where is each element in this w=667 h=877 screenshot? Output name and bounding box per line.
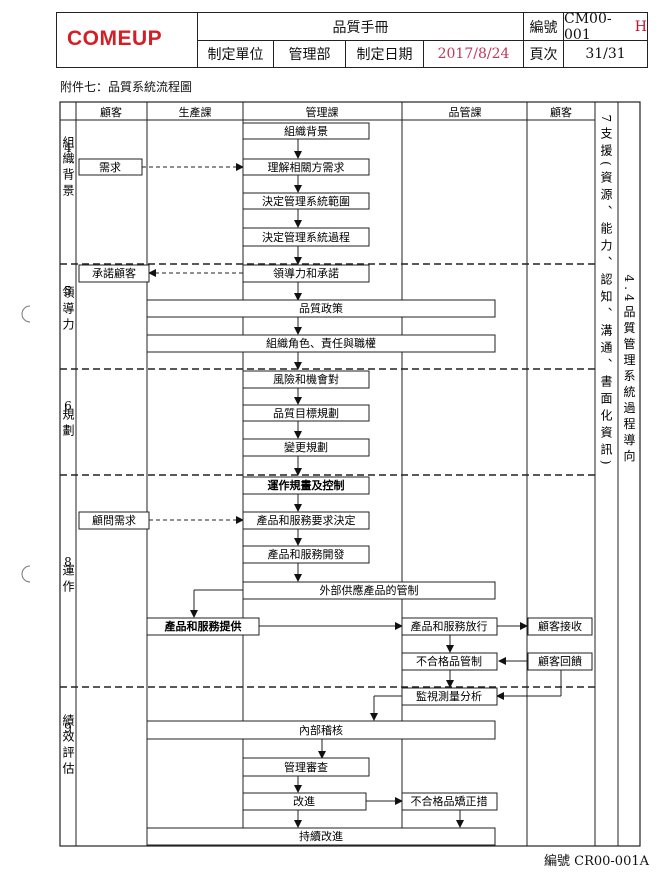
box-org-context — [242, 122, 370, 140]
label-roles: 組織角色、責任與職權 — [266, 336, 376, 350]
label-review: 管理審查 — [284, 760, 328, 774]
box-needs — [78, 158, 143, 176]
box-roles — [146, 334, 496, 353]
col-header-production: 生產課 — [179, 105, 212, 119]
box-monitor — [401, 687, 498, 706]
label-nonconform: 不合格品管制 — [416, 654, 482, 668]
box-provision — [146, 617, 260, 636]
section-6-label: 規劃 — [61, 407, 75, 440]
box-scope — [242, 192, 370, 210]
box-corrective — [401, 792, 498, 811]
doc-title: 品質手冊 — [197, 13, 523, 40]
section-separators — [60, 263, 595, 688]
label-receive: 顧客接收 — [538, 619, 582, 633]
page-label: 頁次 — [523, 40, 563, 67]
section-9-label: 績效評估 — [61, 714, 75, 778]
section-labels: 4 組織背景 5 領導力 6 規劃 8 運作 9 績效評估 — [61, 136, 75, 778]
label-needs: 需求 — [99, 161, 121, 174]
section-5-num: 5 — [64, 284, 72, 298]
date-label: 制定日期 — [345, 40, 423, 67]
label-understand-needs: 理解相關方需求 — [268, 160, 345, 174]
chart-frame — [59, 101, 641, 847]
col-header-qc: 品管課 — [449, 105, 482, 119]
box-labels: 組織背景 需求 理解相關方需求 決定管理系統範圍 決定管理系統過程 承諾顧客 領… — [92, 124, 582, 843]
box-quality-policy — [146, 299, 496, 318]
box-review — [242, 757, 370, 777]
label-continual: 持續改進 — [299, 829, 343, 843]
label-release: 產品和服務放行 — [411, 619, 488, 633]
label-external: 外部供應產品的管制 — [320, 583, 419, 597]
col-header-customer-left: 顧客 — [100, 105, 122, 119]
footer-code: 編號 CR00-001A — [544, 854, 650, 869]
side-scope-label: 4.4品質管理系統過程導向 — [622, 274, 636, 465]
box-understand-needs — [242, 158, 370, 176]
col-header-management: 管理課 — [306, 105, 339, 119]
side-support-label: 7支援(資源、能力、認知、溝通、書面化資訊) — [599, 115, 613, 470]
label-change: 變更規劃 — [284, 440, 328, 454]
box-requirements — [242, 511, 370, 530]
label-audit: 內部稽核 — [299, 723, 343, 737]
section-8-num: 8 — [64, 555, 72, 569]
dept-value: 管理部 — [273, 40, 345, 67]
page-value: 31/31 — [563, 40, 647, 67]
box-risk — [242, 370, 370, 389]
box-continual — [146, 827, 496, 846]
label-development: 產品和服務開發 — [268, 547, 345, 561]
connectors — [142, 139, 562, 828]
box-commit-customer — [78, 264, 150, 283]
box-release — [401, 617, 498, 636]
header-divider — [197, 40, 647, 41]
label-monitor: 監視測量分析 — [416, 689, 482, 703]
label-processes: 決定管理系統過程 — [262, 230, 350, 244]
box-improve — [242, 792, 367, 811]
box-operation — [242, 476, 370, 495]
box-feedback — [527, 652, 593, 671]
box-objectives — [242, 404, 370, 422]
col-header-customer-right: 顧客 — [550, 105, 572, 119]
label-risk: 風險和機會對 — [273, 372, 339, 386]
box-nonconform — [401, 652, 498, 671]
section-4-num: 4 — [64, 141, 72, 155]
section-6-num: 6 — [64, 399, 72, 413]
box-receive — [527, 617, 593, 636]
company-logo: COMEUP — [67, 27, 163, 50]
section-9-num: 9 — [64, 721, 72, 735]
box-development — [242, 545, 370, 564]
label-commit-customer: 承諾顧客 — [92, 266, 136, 280]
label-consult-needs: 顧問需求 — [92, 513, 136, 527]
label-requirements: 產品和服務要求決定 — [257, 513, 356, 527]
label-objectives: 品質目標規劃 — [273, 406, 339, 420]
box-leadership — [242, 264, 370, 283]
box-external — [242, 581, 496, 600]
code-label: 編號 — [523, 13, 563, 40]
label-feedback: 顧客回饋 — [538, 654, 582, 668]
label-org-context: 組織背景 — [284, 124, 328, 138]
label-improve: 改進 — [293, 794, 315, 808]
box-change — [242, 438, 370, 457]
box-audit — [146, 720, 496, 740]
label-corrective: 不合格品矯正措 — [411, 794, 488, 808]
dept-label: 制定單位 — [197, 40, 273, 67]
label-operation: 運作規畫及控制 — [268, 478, 345, 492]
label-scope: 決定管理系統範圍 — [262, 194, 350, 208]
attachment-title: 附件七：品質系統流程圖 — [60, 80, 193, 94]
section-5-label: 領導力 — [61, 285, 75, 334]
box-consult-needs — [78, 511, 150, 530]
section-4-label: 組織背景 — [61, 136, 75, 200]
process-boxes — [78, 122, 593, 846]
label-leadership: 領導力和承諾 — [273, 266, 339, 280]
label-quality-policy: 品質政策 — [299, 301, 343, 315]
punch-mark-bottom — [21, 565, 31, 583]
punch-mark-top — [21, 305, 31, 323]
box-processes — [242, 227, 370, 247]
label-provision: 產品和服務提供 — [164, 619, 242, 633]
date-value: 2017/8/24 — [423, 40, 523, 67]
section-8-label: 運作 — [61, 564, 75, 596]
